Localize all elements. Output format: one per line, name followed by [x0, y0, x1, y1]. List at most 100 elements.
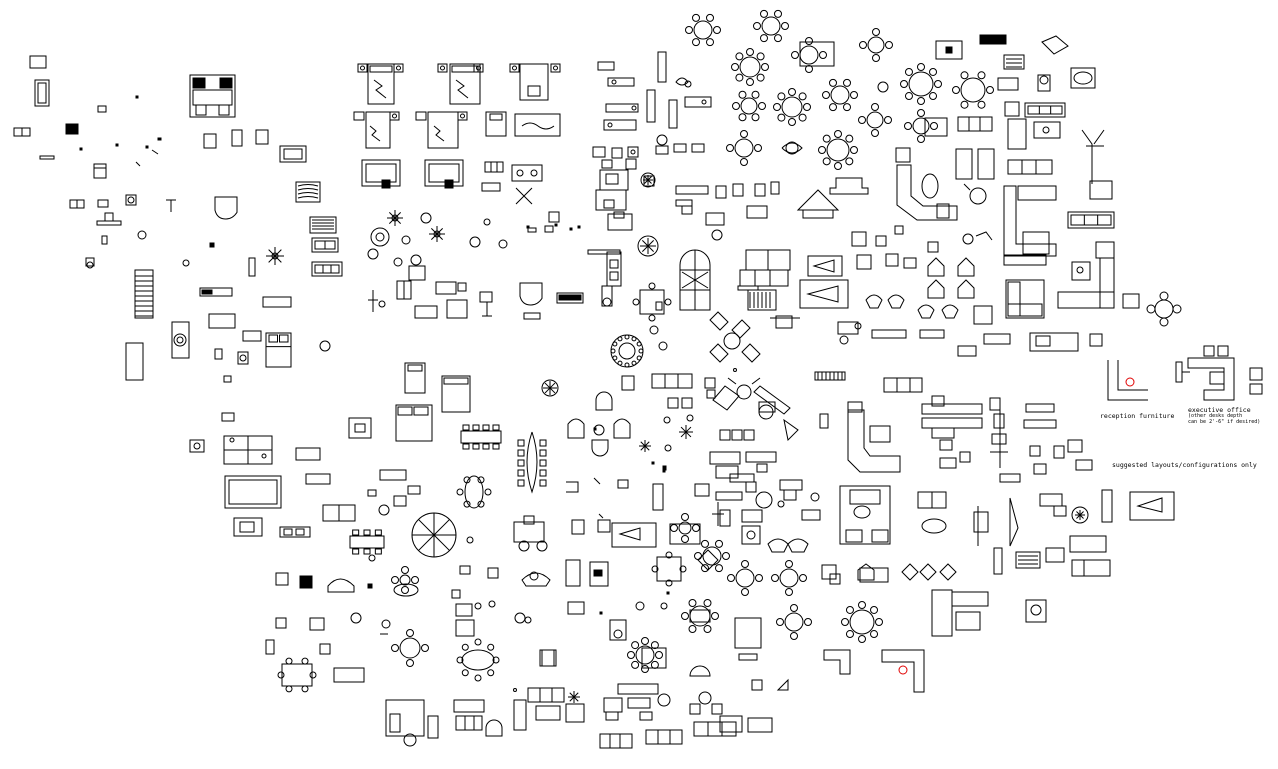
cad-rect [689, 609, 711, 623]
cad-rect [662, 465, 667, 471]
cad-circle [631, 105, 637, 111]
curved-sectional-symbol [896, 164, 958, 221]
chair-symbol [701, 539, 709, 548]
club-chair-symbol [917, 304, 935, 319]
chair-symbol [740, 130, 748, 138]
chair-symbol [872, 54, 880, 62]
cad-rect [115, 143, 119, 147]
cad-circle [127, 196, 135, 204]
floor-lamp-symbol [166, 199, 176, 212]
rectangular-table-symbol [460, 430, 502, 444]
chair-symbol [692, 524, 700, 532]
chair-symbol [612, 355, 618, 361]
chair-symbol [374, 529, 382, 536]
plant-symbol [680, 426, 692, 438]
tall-cabinet-symbol [34, 79, 50, 107]
chair-symbol [885, 41, 893, 49]
chair-symbol [406, 659, 414, 667]
cad-circle [375, 232, 385, 242]
round-table-symbol [826, 138, 850, 162]
cad-rect [754, 183, 766, 197]
cad-rect [603, 199, 615, 209]
rug-symbol [1015, 551, 1041, 569]
round-table-symbol [912, 117, 930, 135]
rug-symbol [801, 509, 821, 521]
chair-symbol [621, 375, 635, 391]
chair-symbol [595, 391, 613, 411]
chair-symbol [517, 459, 525, 467]
sofa-symbol [453, 699, 485, 713]
chair-symbol [870, 630, 879, 639]
chair-symbol [694, 552, 702, 560]
chair-symbol [704, 377, 716, 389]
chair-symbol [822, 91, 830, 99]
rug-pattern [297, 184, 319, 187]
chair-symbol [845, 605, 854, 614]
desk-note-line-2: can be 2'-6" if desired) [1188, 419, 1261, 425]
chair-symbol [705, 212, 725, 226]
cad-circle [701, 99, 707, 105]
chair-symbol [1159, 291, 1169, 301]
bed-symbol [427, 111, 459, 149]
cad-rect [487, 567, 499, 579]
chair-symbol [845, 157, 854, 166]
chair-symbol [843, 103, 851, 112]
chair-symbol [746, 48, 754, 56]
executive-office-label: executive office [1188, 406, 1251, 414]
chair-symbol [756, 52, 765, 61]
oval-table-symbol [921, 518, 947, 534]
chair-symbol [650, 660, 659, 669]
ottoman-symbol [775, 315, 793, 329]
small-marker [569, 227, 573, 231]
diamond-chair-symbol [901, 563, 919, 581]
chair-symbol [1249, 367, 1263, 381]
sofa-symbol [333, 667, 365, 683]
cad-rect [691, 143, 705, 153]
chair-symbol [741, 560, 749, 568]
cad-circle [656, 134, 668, 146]
reception-furniture-label: reception furniture [1100, 412, 1175, 420]
chair-symbol [492, 443, 500, 450]
curved-sectional-symbol [847, 409, 901, 473]
chair-symbol [788, 118, 796, 126]
sofa-back [1017, 185, 1057, 201]
cad-circle [663, 416, 671, 424]
sofa-symbol [645, 729, 683, 745]
cad-rect [457, 282, 467, 292]
chair-symbol [850, 91, 858, 99]
twin-bed-symbol [977, 148, 995, 180]
nightstand-symbol [457, 111, 468, 121]
chair-symbol [799, 574, 807, 582]
bed-symbol [265, 332, 292, 368]
round-lounge-symbol [697, 549, 719, 571]
cad-rect [367, 583, 373, 589]
round-table-symbol [781, 96, 803, 118]
cad-circle [483, 218, 491, 226]
chair-symbol [859, 41, 867, 49]
cad-circle [350, 612, 362, 624]
cad-rect [921, 417, 983, 429]
tv-symbol [29, 55, 47, 69]
chair-symbol [612, 341, 618, 347]
chair-symbol [539, 459, 547, 467]
round-table-symbol [867, 36, 885, 54]
chair-symbol [884, 116, 892, 124]
chair-symbol [472, 443, 480, 450]
chair-symbol [804, 618, 812, 626]
chair-symbol [632, 298, 640, 306]
cad-path [963, 183, 971, 191]
chair-symbol [904, 92, 913, 101]
chair-symbol [805, 37, 813, 45]
cad-circle [657, 693, 671, 707]
stool-symbol [218, 104, 230, 116]
cad-rect [1045, 547, 1065, 563]
cad-rect [413, 406, 429, 416]
cabinet-inner [37, 82, 47, 104]
chair-symbol [777, 92, 786, 101]
chair-symbol [872, 28, 880, 36]
cad-circle [524, 616, 532, 624]
round-table-symbol [610, 334, 644, 368]
chair-symbol [665, 551, 673, 559]
cad-rect [639, 711, 653, 721]
black-square-symbol [299, 575, 313, 589]
